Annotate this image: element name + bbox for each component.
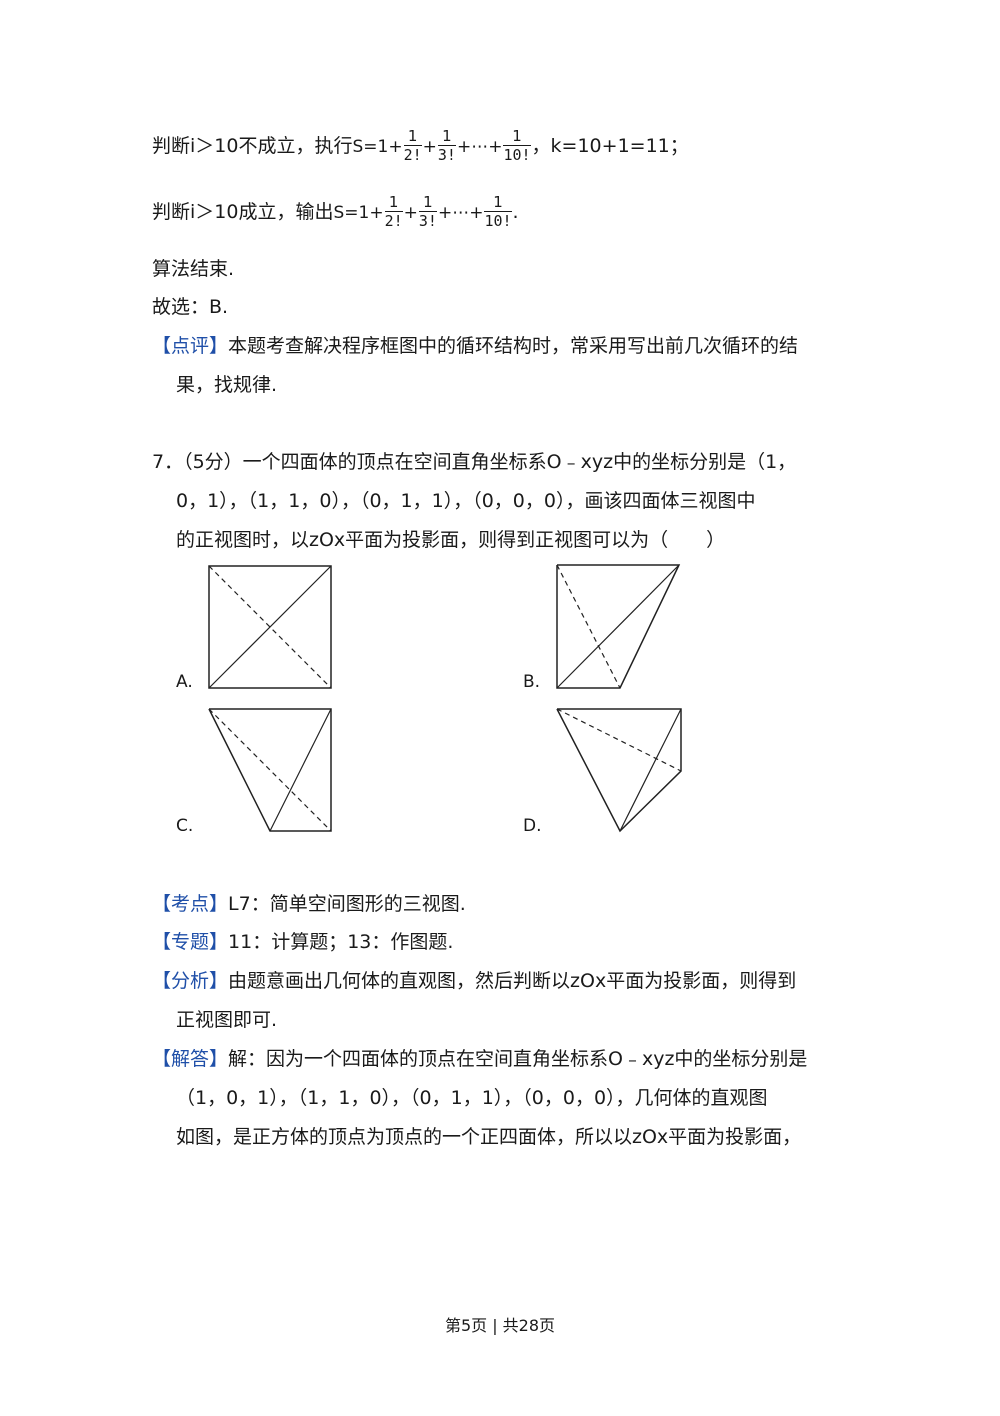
option-b-label: B. [523, 672, 541, 692]
question-line-1: 7．（5分）一个四面体的顶点在空间直角坐标系O﹣xyz中的坐标分别是（1， [152, 451, 797, 473]
fenxi-line-2: 正视图即可. [176, 1009, 278, 1031]
option-c-label: C. [176, 816, 194, 836]
zhuanti-tag: 【专题】 [152, 931, 229, 953]
jieda-line-3: 如图，是正方体的顶点为顶点的一个正四面体，所以以zOx平面为投影面， [176, 1126, 802, 1148]
option-d-label: D. [523, 816, 542, 836]
review-line-2: 果，找规律. [176, 374, 278, 396]
kaodian-line: 【考点】L7：简单空间图形的三视图. [152, 893, 466, 915]
jieda-line-1: 【解答】解：因为一个四面体的顶点在空间直角坐标系O﹣xyz中的坐标分别是 [152, 1048, 808, 1070]
algorithm-end: 算法结束. [152, 258, 235, 280]
option-b-figure [556, 564, 681, 689]
option-d-figure [556, 708, 682, 833]
option-c-figure [208, 708, 332, 832]
answer-choice: 故选：B. [152, 296, 229, 318]
page-footer: 第5页 | 共28页 [444, 1316, 556, 1335]
question-line-2: 0，1），（1，1，0），（0，1，1），（0，0，0），画该四面体三视图中 [176, 490, 756, 512]
question-line-3: 的正视图时，以zOx平面为投影面，则得到正视图可以为（ ） [176, 529, 726, 551]
jieda-line-2: （1，0，1），（1，1，0），（0，1，1），（0，0，0），几何体的直观图 [176, 1087, 768, 1109]
fenxi-line-1: 【分析】由题意画出几何体的直观图，然后判断以zOx平面为投影面，则得到 [152, 970, 797, 992]
option-a-label: A. [176, 672, 193, 692]
review-tag: 【点评】 [152, 335, 229, 357]
review-line-1: 【点评】本题考查解决程序框图中的循环结构时，常采用写出前几次循环的结 [152, 335, 799, 357]
jieda-tag: 【解答】 [152, 1048, 229, 1070]
fenxi-tag: 【分析】 [152, 970, 229, 992]
option-a-figure [208, 565, 332, 689]
kaodian-tag: 【考点】 [152, 893, 229, 915]
zhuanti-line: 【专题】11：计算题；13：作图题. [152, 931, 454, 953]
